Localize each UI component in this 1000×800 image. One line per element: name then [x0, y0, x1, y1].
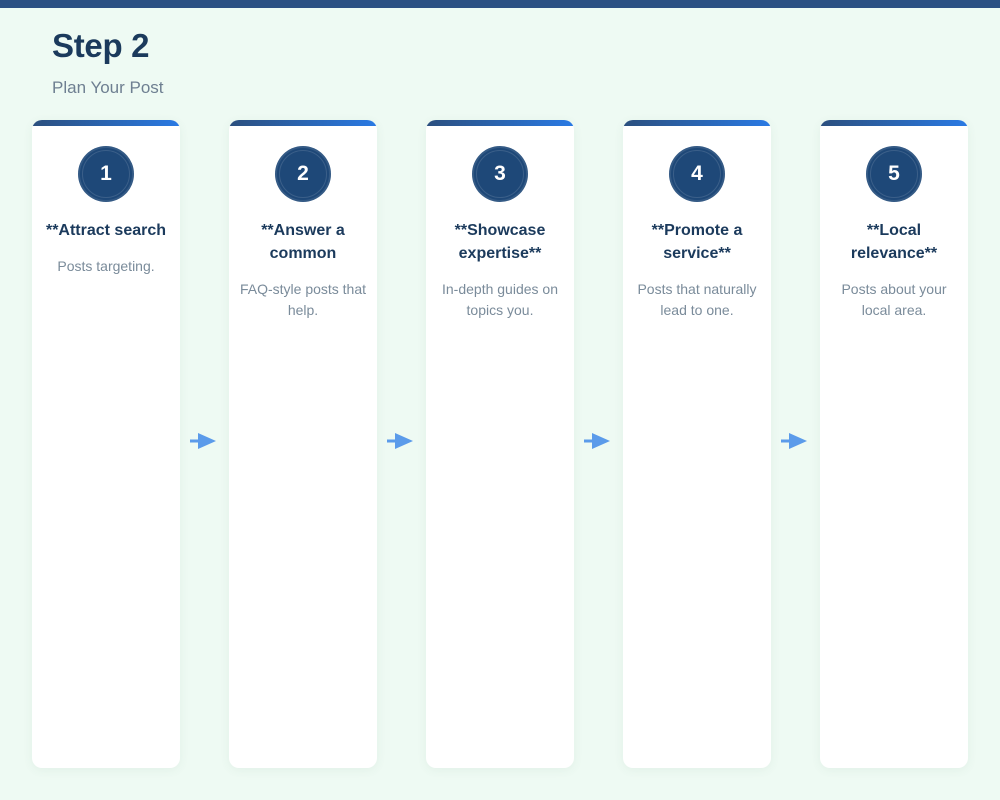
step-number-badge: 4: [669, 146, 725, 202]
flow-connector: [574, 120, 623, 768]
flow-connector: [771, 120, 820, 768]
page-accent-bar: [0, 0, 1000, 8]
step-title: **Attract search: [45, 222, 167, 239]
step-title: **Local relevance**: [850, 222, 938, 262]
arrow-right-icon: [780, 433, 807, 449]
page-title: Step 2: [52, 27, 150, 64]
page-header: Step 2 Plan Your Post: [52, 26, 164, 100]
step-number-badge: 2: [275, 146, 331, 202]
card-accent-bar: [623, 120, 771, 126]
step-number-badge: 3: [472, 146, 528, 202]
step-card[interactable]: 1 **Attract search Posts targeting.: [32, 120, 180, 768]
step-flow: 1 **Attract search Posts targeting. 2 **…: [32, 120, 968, 768]
step-card[interactable]: 4 **Promote a service** Posts that natur…: [623, 120, 771, 768]
step-description: In-depth guides on topics you.: [442, 281, 558, 318]
arrow-right-icon: [386, 433, 413, 449]
card-accent-bar: [32, 120, 180, 126]
step-description: FAQ-style posts that help.: [239, 281, 367, 318]
step-description: Posts about your local area.: [841, 281, 947, 318]
step-description: Posts targeting.: [57, 258, 155, 274]
step-description: Posts that naturally lead to one.: [637, 281, 757, 318]
flow-connector: [180, 120, 229, 768]
arrow-right-icon: [189, 433, 216, 449]
step-card[interactable]: 2 **Answer a common FAQ-style posts that…: [229, 120, 377, 768]
step-card[interactable]: 5 **Local relevance** Posts about your l…: [820, 120, 968, 768]
step-card[interactable]: 3 **Showcase expertise** In-depth guides…: [426, 120, 574, 768]
step-number-badge: 1: [78, 146, 134, 202]
card-accent-bar: [820, 120, 968, 126]
step-title: **Promote a service**: [651, 222, 743, 262]
flow-connector: [377, 120, 426, 768]
step-number-badge: 5: [866, 146, 922, 202]
arrow-right-icon: [583, 433, 610, 449]
step-title: **Answer a common: [261, 222, 345, 262]
card-accent-bar: [229, 120, 377, 126]
page-subtitle: Plan Your Post: [52, 78, 164, 97]
card-accent-bar: [426, 120, 574, 126]
step-title: **Showcase expertise**: [454, 222, 546, 262]
